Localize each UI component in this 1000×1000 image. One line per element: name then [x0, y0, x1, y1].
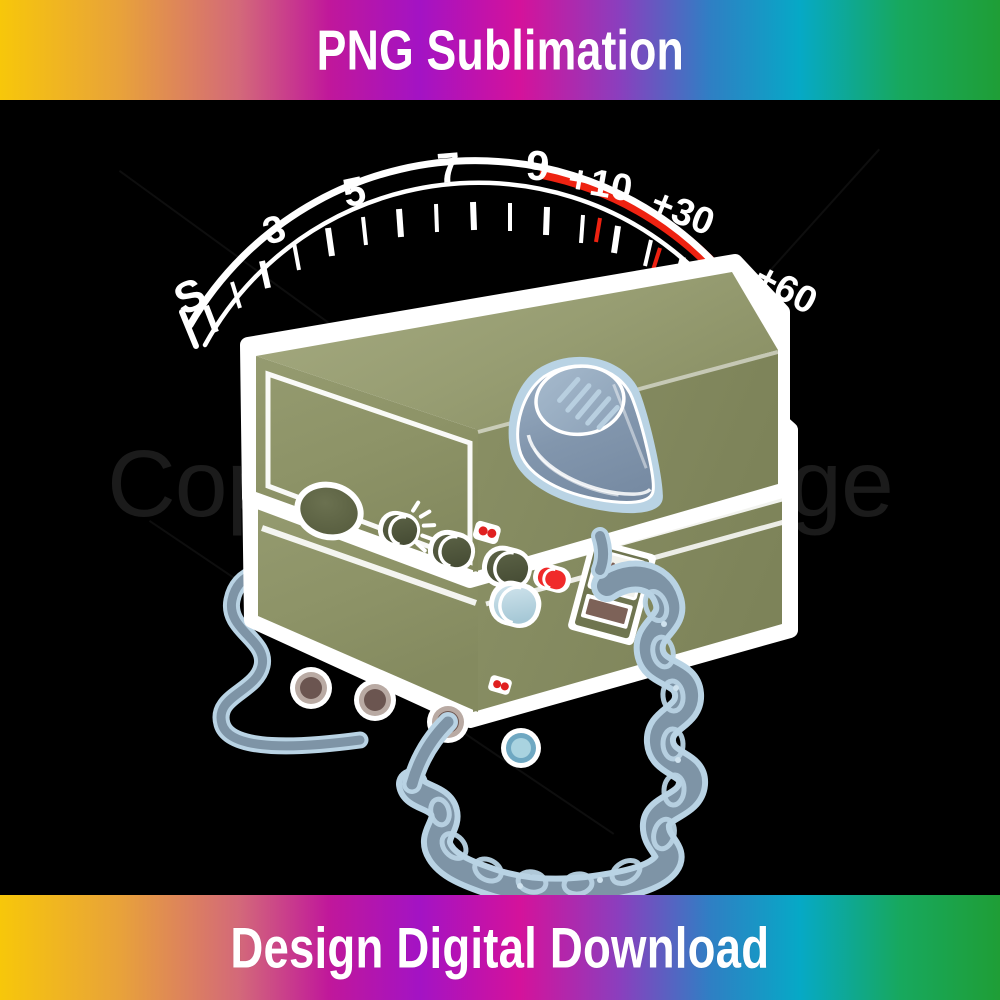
s-meter-red-ticks [594, 217, 662, 271]
indicator-red-led [532, 563, 572, 593]
s-meter-arc-outer [186, 157, 776, 350]
knob-ribs [411, 500, 437, 553]
indicator-white-red-1 [472, 520, 501, 545]
bottom-banner-text: Design Digital Download [230, 915, 770, 980]
knob-volume [427, 529, 476, 572]
indicator-white-red-2 [488, 675, 512, 695]
bottom-banner: Design Digital Download [0, 895, 1000, 1000]
microphone-grille-head [534, 364, 626, 437]
coiled-cable-rings [428, 588, 687, 895]
coiled-cable-specks [517, 621, 681, 889]
top-banner: PNG Sublimation [0, 0, 1000, 100]
s-meter-label-7: 7 [435, 143, 462, 192]
s-meter-label-3: 3 [258, 207, 291, 253]
coiled-mic-cable [396, 560, 708, 895]
microphone-grille-lines [557, 376, 620, 430]
coiled-cable-core [402, 566, 702, 895]
knob-clear [488, 580, 542, 628]
s-meter-label-p30: +30 [645, 181, 721, 244]
knob-channel [481, 545, 533, 590]
s-meter-label-p10: +10 [565, 158, 636, 211]
knob-squelch [377, 500, 437, 553]
microphone-highlight [612, 383, 648, 469]
upper-body-top [256, 272, 778, 430]
jack-blue [501, 728, 541, 768]
s-meter-label-9: 9 [525, 141, 551, 189]
handheld-microphone [508, 356, 663, 514]
upper-body-front [256, 356, 478, 572]
jack-cable-segment-core [406, 716, 454, 790]
jack-1 [290, 667, 332, 709]
jack-2 [354, 679, 396, 721]
microphone-bevel-2 [532, 447, 619, 497]
top-banner-text: PNG Sublimation [316, 18, 684, 82]
mic-cable-entry-core [595, 531, 608, 575]
s-meter-end-left [179, 309, 199, 349]
s-meter-label-5: 5 [339, 168, 370, 216]
radio-illustration: S 3 5 7 9 +10 +30 +60 [0, 100, 1000, 895]
lower-body-stripe-2 [261, 525, 477, 606]
speaker-oval [294, 481, 364, 541]
